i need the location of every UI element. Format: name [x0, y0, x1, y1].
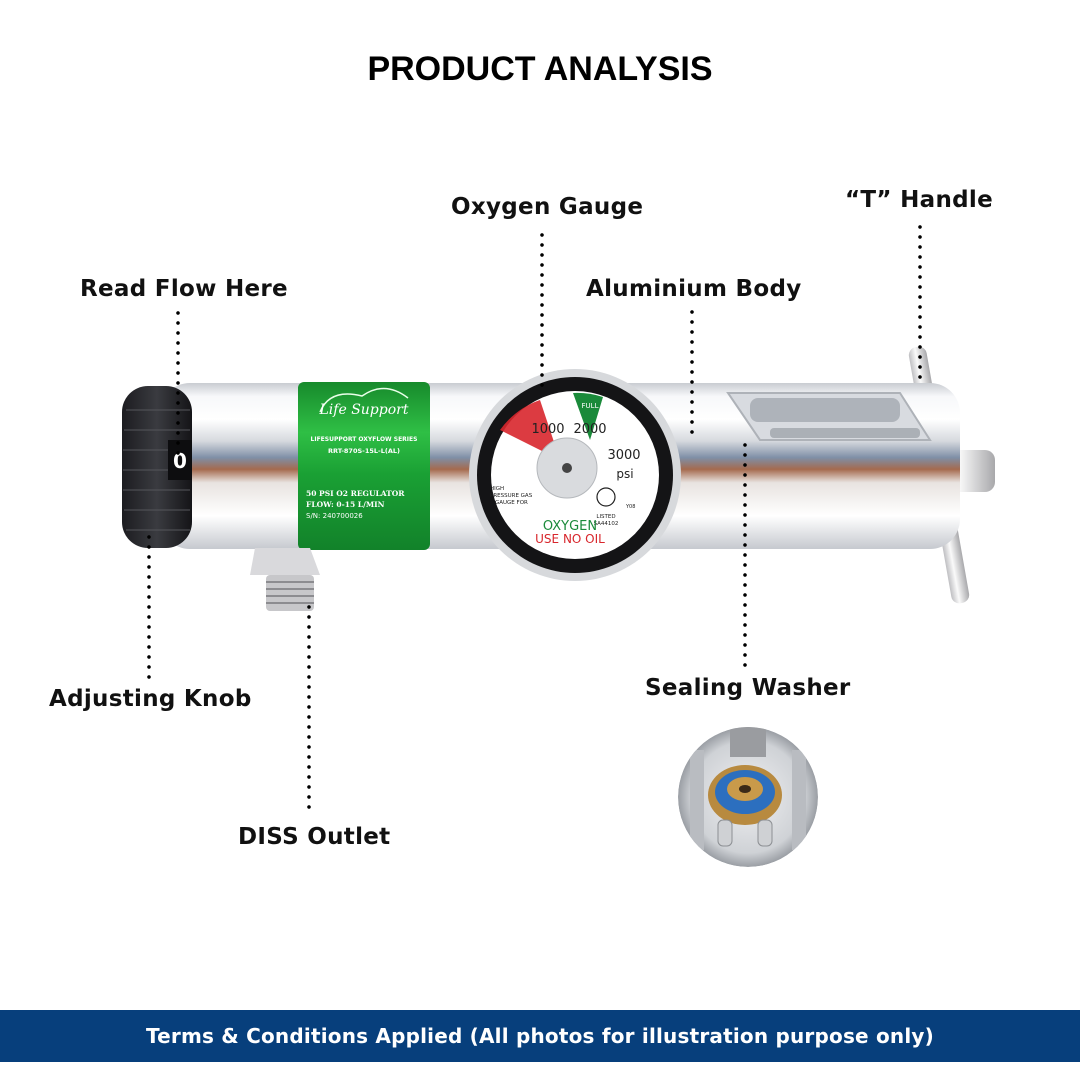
callout-read-flow-here: Read Flow Here: [80, 276, 288, 302]
svg-text:USE NO OIL: USE NO OIL: [535, 532, 605, 546]
svg-text:psi: psi: [616, 467, 633, 481]
svg-text:SA44102: SA44102: [594, 521, 619, 527]
callout-oxygen-gauge: Oxygen Gauge: [451, 194, 644, 220]
oxygen-regulator-photo: 0 Life Support LIFESUPPORT OXYFLOW SERIE…: [122, 346, 995, 867]
leader-line-oxygen-gauge: [540, 230, 544, 390]
svg-text:PRESSURE GAS: PRESSURE GAS: [490, 493, 533, 499]
svg-text:FLOW: 0-15 L/MIN: FLOW: 0-15 L/MIN: [306, 500, 385, 509]
leader-line-read-flow: [176, 308, 180, 458]
leader-line-sealing-washer: [743, 440, 747, 672]
svg-text:1000: 1000: [531, 422, 564, 437]
leader-line-t-handle: [918, 222, 922, 382]
sealing-washer-inset: [678, 727, 818, 867]
svg-text:Y08: Y08: [625, 504, 635, 510]
leader-line-aluminium-body: [690, 307, 694, 437]
svg-text:2000: 2000: [573, 422, 606, 437]
callout-diss-outlet: DISS Outlet: [238, 824, 391, 850]
svg-text:GAUGE FOR: GAUGE FOR: [495, 500, 528, 506]
leader-line-diss-outlet: [307, 602, 311, 812]
svg-text:FULL: FULL: [582, 402, 599, 410]
svg-text:50 PSI O2 REGULATOR: 50 PSI O2 REGULATOR: [306, 489, 405, 498]
page-title: PRODUCT ANALYSIS: [367, 50, 713, 88]
t-handle-rod: [908, 346, 995, 604]
leader-line-adjusting-knob: [147, 532, 151, 684]
svg-text:RRT-870S-15L-L(AL): RRT-870S-15L-L(AL): [328, 447, 400, 455]
callout-t-handle: “T” Handle: [845, 187, 994, 213]
brand-logo-text: Life Support: [319, 402, 409, 418]
oxygen-gauge-dial: 1000 2000 3000 psi FULL REFILL HIGH PRES…: [469, 369, 681, 581]
callout-adjusting-knob: Adjusting Knob: [49, 686, 252, 712]
footer-banner: Terms & Conditions Applied (All photos f…: [0, 1010, 1080, 1062]
svg-text:LISTED: LISTED: [596, 514, 615, 520]
svg-text:REFILL: REFILL: [499, 450, 527, 468]
svg-text:3000: 3000: [607, 448, 640, 463]
callout-sealing-washer: Sealing Washer: [645, 675, 851, 701]
footer-disclaimer: Terms & Conditions Applied (All photos f…: [145, 1024, 934, 1048]
svg-text:LIFESUPPORT OXYFLOW SERIES: LIFESUPPORT OXYFLOW SERIES: [311, 436, 418, 443]
svg-text:OXYGEN: OXYGEN: [543, 519, 597, 534]
callout-aluminium-body: Aluminium Body: [586, 276, 802, 302]
svg-text:S/N: 240700026: S/N: 240700026: [306, 512, 363, 520]
svg-text:HIGH: HIGH: [490, 486, 504, 492]
